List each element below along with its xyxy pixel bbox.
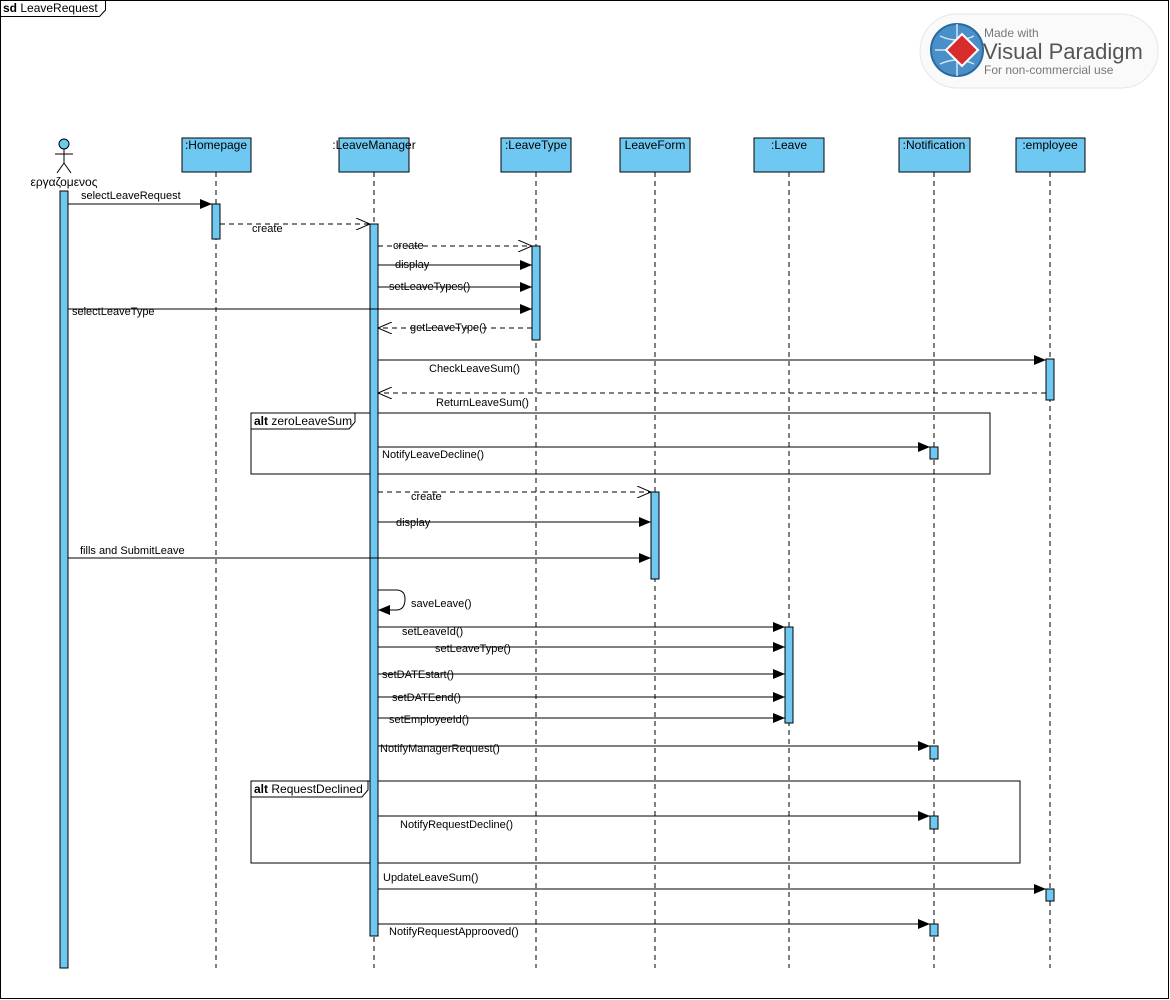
message-label: setDATEstart() (382, 669, 454, 681)
message-label: fills and SubmitLeave (80, 545, 185, 557)
actor-employee: εργαζομενος (31, 138, 98, 189)
activation-employee-2 (1045, 888, 1055, 902)
message-label: CheckLeaveSum() (429, 363, 520, 375)
lifeline-leavetype: :LeaveType (500, 137, 572, 173)
activation-leaveform (650, 491, 660, 580)
lifeline-homepage: :Homepage (181, 137, 252, 173)
lifeline-leave: :Leave (753, 137, 825, 173)
message-label: UpdateLeaveSum() (383, 872, 478, 884)
message-label: create (411, 491, 442, 503)
activation-bars (59, 190, 1055, 969)
svg-text:alt zeroLeaveSum: alt zeroLeaveSum (254, 414, 352, 428)
watermark-line-3: For non-commercial use (984, 63, 1114, 77)
activation-notification-3 (929, 815, 939, 830)
message-label: selectLeaveRequest (81, 190, 181, 202)
message-label: NotifyRequestDecline() (400, 819, 513, 831)
message-label: NotifyRequestApprooved() (389, 926, 519, 938)
lifeline-label: :employee (1022, 138, 1078, 152)
lifeline-leavemanager: :LeaveManager (332, 137, 416, 173)
lifeline-label: :Homepage (185, 138, 247, 152)
lifeline-employee: :employee (1015, 137, 1086, 173)
lifeline-label: :LeaveManager (332, 138, 415, 152)
activation-leave (784, 626, 794, 724)
activation-leavemanager (369, 223, 379, 937)
message-label: setLeaveTypes() (389, 281, 470, 293)
message-label: setEmployeeId() (389, 714, 469, 726)
diamond-logo-icon (944, 32, 980, 68)
lifeline-label: :LeaveType (505, 138, 567, 152)
fragment-alt-zero-leave-sum: alt zeroLeaveSum (250, 412, 991, 475)
visual-paradigm-watermark: Made with Visual Paradigm For non-commer… (919, 13, 1159, 89)
message-label: NotifyManagerRequest() (380, 743, 500, 755)
actor-name: εργαζομενος (31, 175, 98, 189)
messages: selectLeaveRequest create create display… (68, 190, 1046, 938)
message-label: setDATEend() (392, 692, 461, 704)
message-label: saveLeave() (411, 598, 472, 610)
watermark-line-1: Made with (984, 26, 1039, 40)
message-label: NotifyLeaveDecline() (382, 449, 484, 461)
activation-homepage (211, 203, 221, 240)
activation-leavetype (531, 245, 541, 341)
activation-employee-1 (1045, 358, 1055, 401)
lifeline-leaveform: LeaveForm (619, 137, 691, 173)
message-label: display (396, 517, 431, 529)
message-label: setLeaveType() (435, 643, 511, 655)
activation-notification-2 (929, 745, 939, 760)
watermark-line-2: Visual Paradigm (983, 39, 1143, 64)
message-label: selectLeaveType (72, 306, 155, 318)
message-label: getLeaveType() (410, 322, 486, 334)
message-label: setLeaveId() (402, 626, 463, 638)
activation-notification-4 (929, 923, 939, 937)
activation-actor (59, 190, 69, 969)
message-label: create (393, 240, 424, 252)
lifeline-label: :Leave (771, 138, 807, 152)
actor-icon (58, 138, 70, 150)
message-label: display (395, 259, 430, 271)
fragment-alt-request-declined: alt RequestDeclined (250, 780, 1021, 864)
svg-text:alt RequestDeclined: alt RequestDeclined (254, 782, 363, 796)
message-label: create (252, 223, 283, 235)
lifeline-notification: :Notification (898, 137, 971, 173)
diagram-frame-tab (0, 0, 106, 17)
lifeline-label: LeaveForm (625, 138, 686, 152)
message-label: ReturnLeaveSum() (436, 397, 529, 409)
lifeline-label: :Notification (903, 138, 966, 152)
message-arrow-self (378, 589, 406, 615)
diagram-frame-title: sd LeaveRequest (3, 1, 98, 15)
activation-notification-1 (929, 446, 939, 460)
